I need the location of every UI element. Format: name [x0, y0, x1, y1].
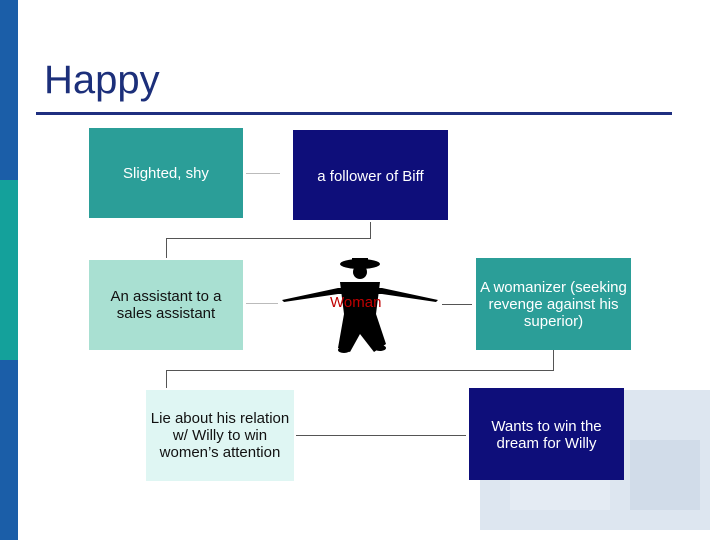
connector-shy-follower	[246, 173, 280, 174]
box-lie-about-relation: Lie about his relation w/ Willy to win w…	[146, 390, 294, 481]
box-assistant-label: An assistant to a sales assistant	[110, 288, 222, 322]
connector-lie-wants	[296, 435, 466, 436]
connector-row2-horizontal	[166, 370, 554, 371]
connector-row1-horizontal	[166, 238, 371, 239]
sidebar-band-middle	[0, 180, 18, 360]
box-assistant: An assistant to a sales assistant	[89, 260, 243, 350]
connector-row1-left-down	[166, 238, 167, 258]
sidebar-band-top	[0, 0, 18, 180]
sidebar-band-bottom	[0, 360, 18, 540]
figure-label: Woman	[330, 294, 382, 311]
box-wants-to-win-label: Wants to win the dream for Willy	[491, 418, 602, 452]
box-follower-of-biff: a follower of Biff	[293, 130, 448, 220]
box-womanizer-label: A womanizer (seeking revenge against his…	[480, 278, 627, 330]
title-underline	[36, 112, 672, 115]
box-slighted-shy-label: Slighted, shy	[123, 165, 209, 182]
box-slighted-shy: Slighted, shy	[89, 128, 243, 218]
connector-assistant-figure	[246, 303, 278, 304]
box-wants-to-win: Wants to win the dream for Willy	[469, 388, 624, 480]
woman-silhouette-figure	[282, 258, 438, 353]
slide-title: Happy	[44, 58, 160, 102]
connector-figure-womanizer	[442, 304, 472, 305]
connector-follower-down	[370, 222, 371, 238]
box-follower-of-biff-label: a follower of Biff	[317, 168, 424, 185]
connector-womanizer-down	[553, 350, 554, 370]
connector-row2-left-down	[166, 370, 167, 388]
box-womanizer: A womanizer (seeking revenge against his…	[476, 258, 631, 350]
box-lie-about-relation-label: Lie about his relation w/ Willy to win w…	[150, 410, 290, 461]
